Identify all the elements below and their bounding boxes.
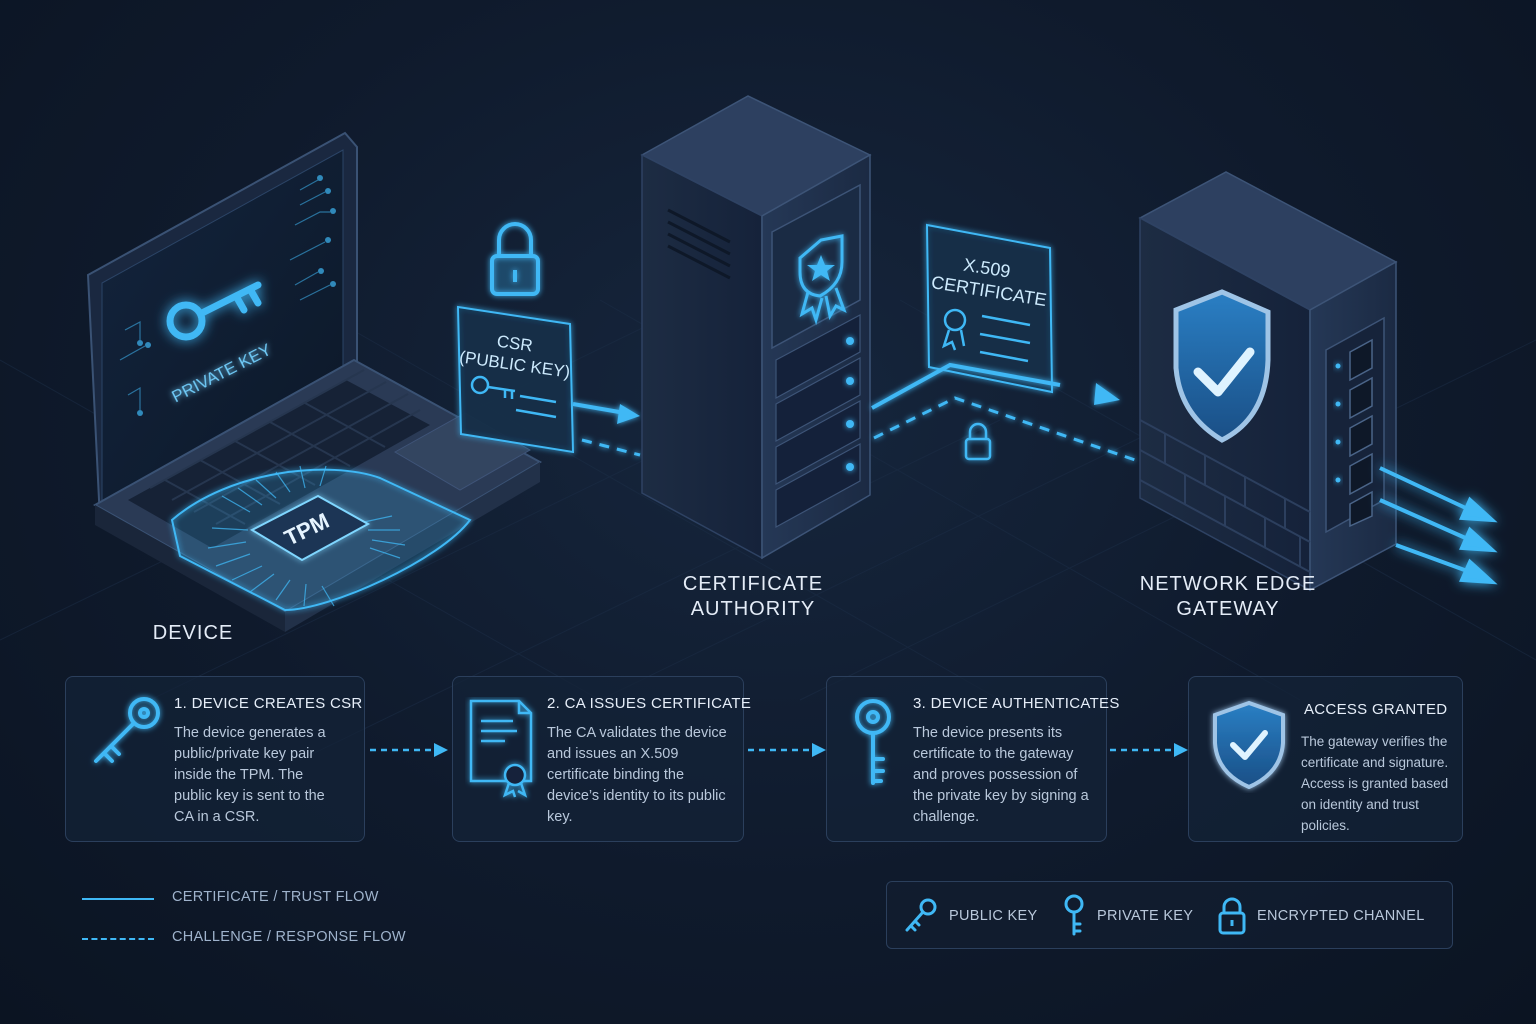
csr-flow-arrow [572, 402, 640, 424]
step-body: The CA validates the device and issues a… [547, 725, 727, 825]
legend-dashed-line [82, 938, 154, 940]
padlock-icon [1218, 897, 1246, 935]
key-icon [94, 697, 160, 763]
small-padlock-icon [964, 422, 992, 461]
device-label: DEVICE [152, 622, 234, 644]
screen-key-icon [166, 281, 262, 341]
step-connector-arrow [370, 743, 448, 757]
ca-label: CERTIFICATE AUTHORITY [682, 573, 824, 620]
legend-private-key: PRIVATE KEY [1061, 882, 1193, 950]
step-card-authenticate: 3. DEVICE AUTHENTICATES The device prese… [826, 676, 1119, 842]
step-body: The device presents its certificate to t… [913, 725, 1089, 825]
outbound-access-arrows [1379, 466, 1498, 585]
public-key-icon [905, 898, 937, 932]
step-card-create-csr: 1. DEVICE CREATES CSR The device generat… [65, 676, 365, 842]
step-card-issue-certificate: 2. CA ISSUES CERTIFICATE The CA validate… [452, 676, 751, 842]
step-connector-arrow [1110, 743, 1188, 757]
step-title: 2. CA ISSUES CERTIFICATE [547, 695, 752, 712]
csr-card-title: CSR [496, 332, 534, 356]
padlock-icon [490, 222, 540, 296]
challenge-flow-line-2 [873, 396, 1136, 462]
shield-check-icon [1213, 700, 1285, 790]
legend-challenge-flow: CHALLENGE / RESPONSE FLOW [172, 929, 406, 945]
certificate-flow-arrowhead [1094, 383, 1120, 405]
step-body: The device generates a public/private ke… [174, 725, 326, 825]
step-card-access-granted: ACCESS GRANTED The gateway verifies the … [1188, 676, 1463, 842]
challenge-flow-line-1 [581, 438, 641, 457]
legend-trust-flow: CERTIFICATE / TRUST FLOW [172, 889, 379, 905]
step-title: 1. DEVICE CREATES CSR [174, 695, 363, 712]
step-title: ACCESS GRANTED [1304, 701, 1448, 718]
step-connector-arrow [748, 743, 826, 757]
certificate-icon [469, 699, 533, 798]
csr-card [456, 305, 575, 454]
private-key-icon [855, 699, 891, 785]
certificate-card [925, 223, 1054, 394]
gateway-label: NETWORK EDGE GATEWAY [1139, 573, 1317, 620]
legend-solid-line [82, 898, 154, 900]
ca-server-tower [640, 95, 872, 560]
certificate-flow-line [871, 362, 1061, 410]
icon-legend: PUBLIC KEY PRIVATE KEY ENCRYPTED CHANNEL [886, 881, 1453, 949]
step-title: 3. DEVICE AUTHENTICATES [913, 695, 1120, 712]
laptop [86, 131, 543, 632]
gateway-appliance [1138, 171, 1398, 592]
legend-encrypted-channel: ENCRYPTED CHANNEL [1217, 882, 1425, 950]
legend-encrypted-channel-label: ENCRYPTED CHANNEL [1257, 908, 1425, 924]
step-body: The gateway verifies the certificate and… [1301, 734, 1449, 833]
legend-public-key-label: PUBLIC KEY [949, 908, 1038, 924]
private-key-icon [1064, 894, 1084, 936]
legend-public-key: PUBLIC KEY [903, 882, 1037, 950]
legend-private-key-label: PRIVATE KEY [1097, 908, 1194, 924]
